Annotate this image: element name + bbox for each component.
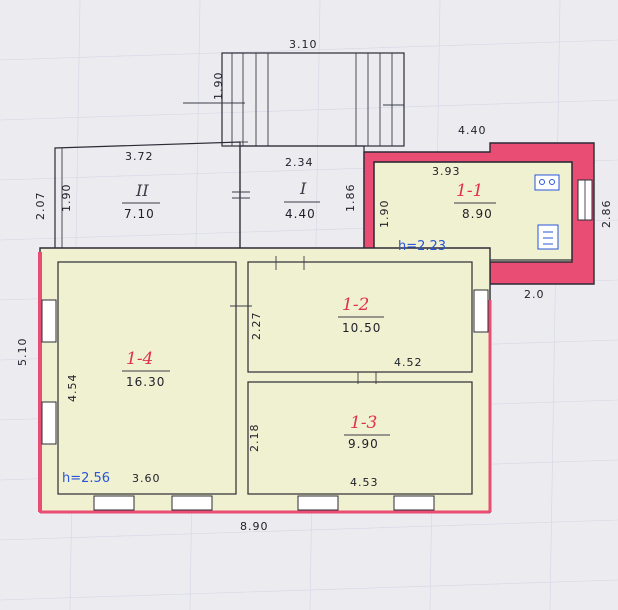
dim-kitchen-bottom: 2.0	[524, 288, 545, 301]
ceiling-height-main: h=2.56	[62, 471, 110, 486]
dim-kitchen-side: 2.86	[600, 200, 613, 229]
dim-hall-height: 1.86	[344, 184, 357, 213]
room-ii-id: II	[135, 181, 149, 200]
dim-room4-height: 4.54	[66, 374, 79, 403]
dim-left-height-inner: 1.90	[60, 184, 73, 213]
dim-left-entry-width: 3.72	[125, 150, 154, 163]
sink-icon	[537, 224, 559, 250]
dim-porch-depth: 1.90	[212, 72, 225, 101]
room-1-2-area: 10.50	[342, 321, 381, 335]
main-block-walls	[38, 247, 492, 514]
dim-kitchen-inner-height: 1.90	[378, 200, 391, 229]
room-1-3-id: 1-3	[350, 413, 377, 433]
dim-left-height-outer: 2.07	[34, 192, 47, 221]
room-ii-area: 7.10	[124, 207, 155, 221]
dim-right-wing-width: 4.40	[458, 124, 487, 137]
room-1-4-area: 16.30	[126, 375, 165, 389]
room-1-1-id: 1-1	[456, 181, 483, 201]
dim-room2-height: 2.27	[250, 312, 263, 341]
dim-kitchen-inner-width: 3.93	[432, 165, 461, 178]
dim-room2-width: 4.52	[394, 356, 423, 369]
dim-outer-width: 8.90	[240, 520, 269, 533]
room-1-2-id: 1-2	[342, 295, 369, 315]
dim-porch-width: 3.10	[289, 38, 318, 51]
ceiling-height-kitchen: h=2.23	[398, 239, 446, 254]
room-1-4-id: 1-4	[126, 349, 153, 369]
room-1-3-area: 9.90	[348, 437, 379, 451]
stove-icon	[534, 174, 560, 191]
room-i-area: 4.40	[285, 207, 316, 221]
dim-hall-width: 2.34	[285, 156, 314, 169]
dim-room3-width: 4.53	[350, 476, 379, 489]
room-1-1-area: 8.90	[462, 207, 493, 221]
dim-room4-width: 3.60	[132, 472, 161, 485]
dim-outer-height: 5.10	[16, 338, 29, 367]
room-i-id: I	[299, 179, 307, 198]
dim-room3-height: 2.18	[248, 424, 261, 453]
